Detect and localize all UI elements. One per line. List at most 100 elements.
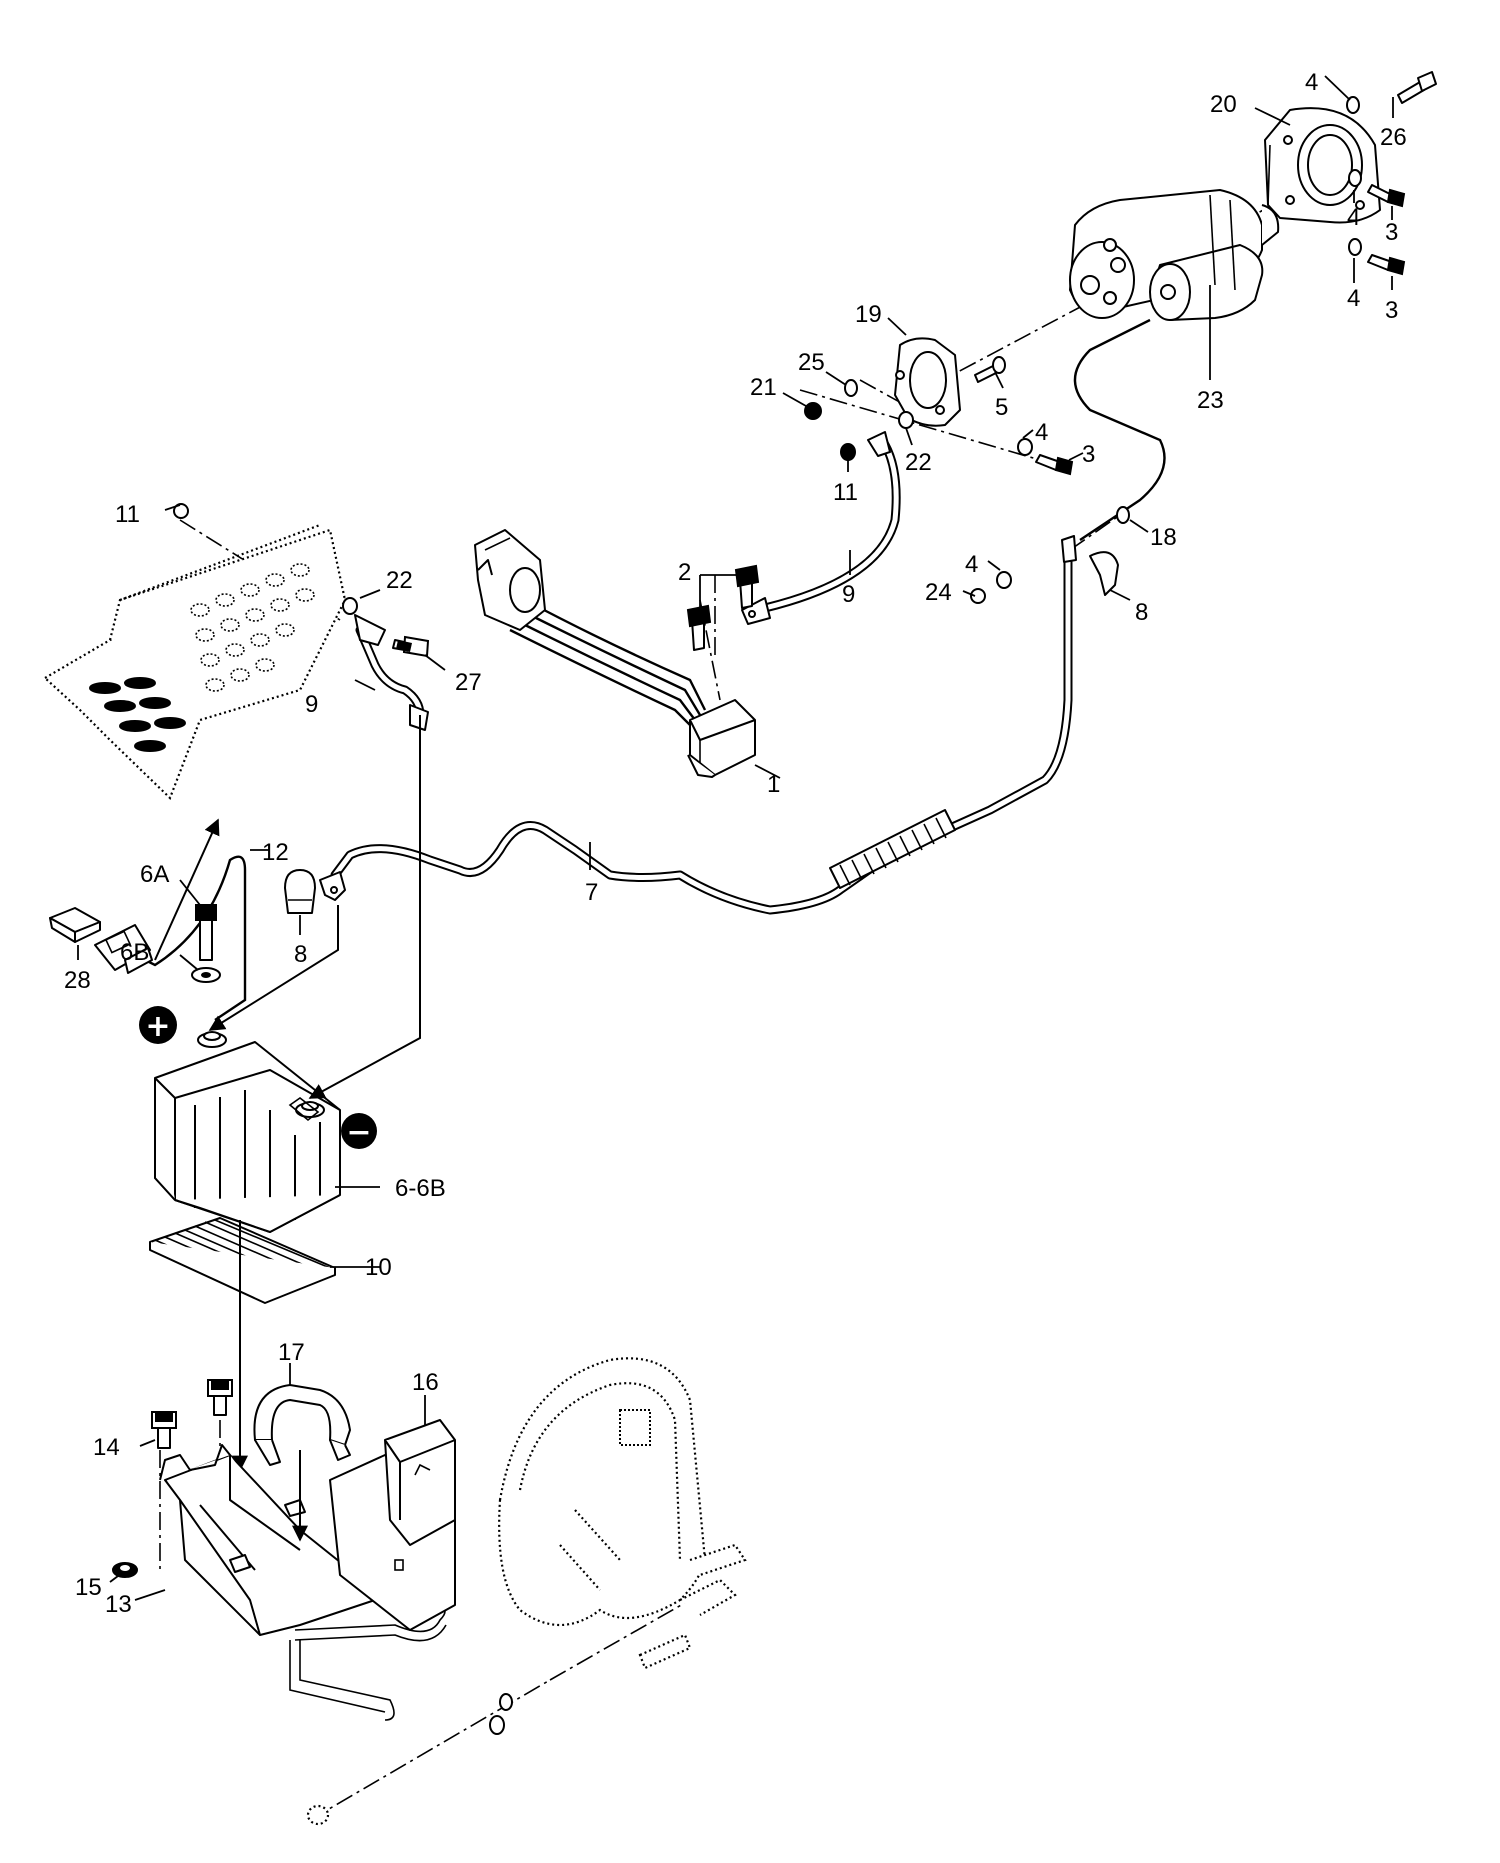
- washer-6b: [191, 967, 221, 983]
- label-4-plate: 4: [1035, 419, 1048, 446]
- battery-cover: [329, 1419, 456, 1631]
- nut-11-lower: [173, 503, 189, 519]
- bolt-14: [151, 1411, 177, 1449]
- battery-hold-strap: [253, 1384, 351, 1466]
- washer-4-terminal: [996, 571, 1012, 589]
- washer-22-upper: [898, 411, 914, 429]
- bolt-26: [1397, 71, 1437, 104]
- battery-pad: [149, 1217, 336, 1304]
- bolt-2-right: [734, 564, 760, 609]
- harness-connector: [474, 529, 546, 631]
- heat-shield-slots: [89, 677, 186, 752]
- starter-motor: [1069, 189, 1280, 321]
- label-4-top: 4: [1305, 69, 1318, 96]
- washer-25: [844, 379, 858, 397]
- label-21: 21: [750, 374, 777, 401]
- transmission-housing: [498, 1357, 747, 1670]
- starter-signal-wire: [1073, 318, 1166, 541]
- washer-4-mid: [1348, 169, 1362, 187]
- label-8-lower: 8: [294, 941, 307, 968]
- starter-positive-cable: [319, 535, 1077, 915]
- label-6b: 6B: [120, 939, 149, 966]
- fuse-holder: [94, 924, 153, 974]
- bolt-27: [392, 635, 430, 658]
- negative-terminal-symbol: −: [341, 1113, 377, 1150]
- plus-circle-icon: +: [145, 1009, 170, 1044]
- battery-plus-terminal: [197, 1031, 227, 1048]
- bolt-3-lower: [1367, 254, 1406, 276]
- battery: [154, 1031, 341, 1233]
- lower-washer-b: [489, 1715, 505, 1735]
- starter-plate: [894, 337, 961, 427]
- label-24: 24: [925, 579, 952, 606]
- label-4-mid: 4: [1347, 204, 1360, 231]
- minus-circle-icon: −: [346, 1115, 371, 1150]
- washer-4-top: [1346, 96, 1360, 114]
- label-27: 27: [455, 669, 482, 696]
- starter-mount-bracket: [1264, 107, 1381, 224]
- label-6-6b: 6-6B: [395, 1175, 446, 1202]
- label-11-upper: 11: [833, 479, 858, 506]
- label-9-lower: 9: [305, 691, 318, 718]
- label-17: 17: [278, 1339, 305, 1366]
- relay-block: [687, 699, 756, 778]
- label-3-lower: 3: [1385, 297, 1398, 324]
- part-labels: 4 26 20 4 3 4 3 23 19 25 21 5 4 3 11 22 …: [64, 69, 1407, 1618]
- relay-harness: [474, 529, 756, 778]
- label-3-upper: 3: [1385, 219, 1398, 246]
- label-11-lower: 11: [115, 501, 140, 528]
- washer-4-lower: [1348, 238, 1362, 256]
- label-9-upper: 9: [842, 581, 855, 608]
- battery-tray: [159, 1444, 447, 1721]
- label-26: 26: [1380, 124, 1407, 151]
- label-13: 13: [105, 1591, 132, 1618]
- fuse-harness: [94, 818, 247, 1021]
- nut-15: [112, 1562, 138, 1578]
- nut-24: [970, 588, 986, 604]
- label-7: 7: [585, 879, 598, 906]
- label-12: 12: [262, 839, 289, 866]
- label-19: 19: [855, 301, 882, 328]
- label-14: 14: [93, 1434, 120, 1461]
- label-2: 2: [678, 559, 691, 586]
- label-1: 1: [767, 771, 780, 798]
- label-16: 16: [412, 1369, 439, 1396]
- ground-cable-upper: [741, 431, 901, 625]
- washer-18: [1116, 506, 1130, 524]
- fuse-28: [49, 907, 101, 943]
- bolt-5: [974, 356, 1006, 383]
- positive-terminal-symbol: +: [139, 1006, 177, 1044]
- label-15: 15: [75, 1574, 102, 1601]
- label-23: 23: [1197, 387, 1224, 414]
- label-4-terminal: 4: [965, 551, 978, 578]
- washer-4-plate: [1017, 438, 1033, 456]
- nut-21: [804, 402, 822, 420]
- label-10: 10: [365, 1254, 392, 1281]
- bolt-3-upper: [1367, 184, 1406, 208]
- cable-loom-sleeve: [829, 809, 956, 889]
- label-3-plate: 3: [1082, 441, 1095, 468]
- label-8-upper: 8: [1135, 599, 1148, 626]
- label-22-lower: 22: [386, 567, 413, 594]
- terminal-boot-upper: [1089, 551, 1119, 596]
- label-28: 28: [64, 967, 91, 994]
- terminal-boot-lower: [284, 869, 316, 914]
- ground-cable-lower: [354, 614, 429, 731]
- label-5: 5: [995, 394, 1008, 421]
- bolt-3-plate: [1035, 454, 1074, 476]
- heat-shield-holes: [190, 563, 315, 692]
- bolt-2-left: [686, 604, 712, 651]
- bolt-14-rear: [207, 1379, 233, 1416]
- label-20: 20: [1210, 91, 1237, 118]
- label-4-lower: 4: [1347, 285, 1360, 312]
- battery-minus-terminal: [295, 1101, 325, 1118]
- label-25: 25: [798, 349, 825, 376]
- lower-washer-a: [499, 1693, 513, 1711]
- label-22-upper: 22: [905, 449, 932, 476]
- label-6a: 6A: [140, 861, 169, 888]
- label-18: 18: [1150, 524, 1177, 551]
- nut-11-upper: [840, 443, 856, 461]
- washer-22-lower: [342, 597, 358, 615]
- engine-heat-shield: [43, 523, 347, 800]
